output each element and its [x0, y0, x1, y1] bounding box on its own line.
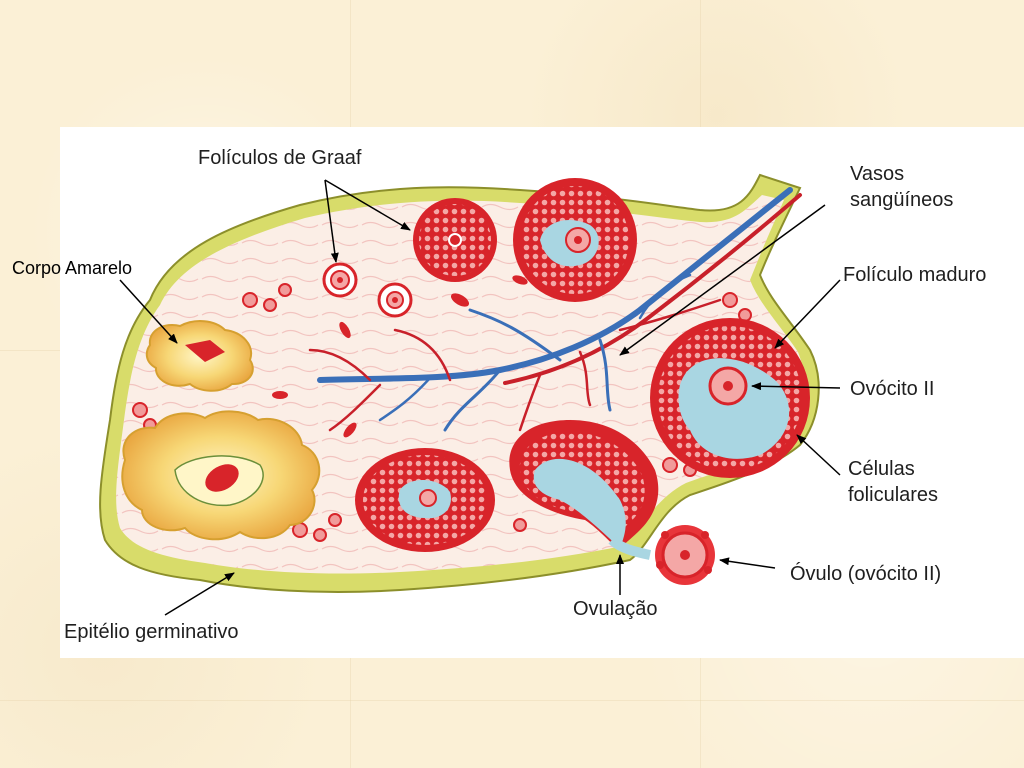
primary-follicles [132, 262, 752, 542]
label-corpo-amarelo: Corpo Amarelo [12, 258, 133, 278]
label-celulas-2: foliculares [848, 484, 939, 506]
graafian-follicle-2 [513, 178, 637, 302]
label-arrows [119, 179, 841, 616]
growing-follicle [355, 448, 495, 552]
ovulating-follicle [509, 420, 659, 560]
label-vasos-2: sangüíneos [850, 189, 954, 211]
ovulated-ovum [655, 525, 715, 585]
label-epitelio: Epitélio germinativo [64, 621, 239, 643]
label-foliculos-graaf: Folículos de Graaf [198, 147, 362, 169]
mature-follicle [650, 318, 810, 478]
blood-vessels [308, 187, 802, 432]
label-ovulo: Óvulo (ovócito II) [790, 563, 942, 585]
graafian-follicle-1 [413, 198, 497, 282]
corpus-luteum-large [121, 410, 321, 541]
label-celulas-1: Células [848, 458, 915, 480]
label-vasos-1: Vasos [850, 163, 905, 185]
label-foliculo-maduro: Folículo maduro [843, 264, 987, 286]
label-ovocito: Ovócito II [850, 378, 935, 400]
label-ovulacao: Ovulação [573, 598, 658, 620]
